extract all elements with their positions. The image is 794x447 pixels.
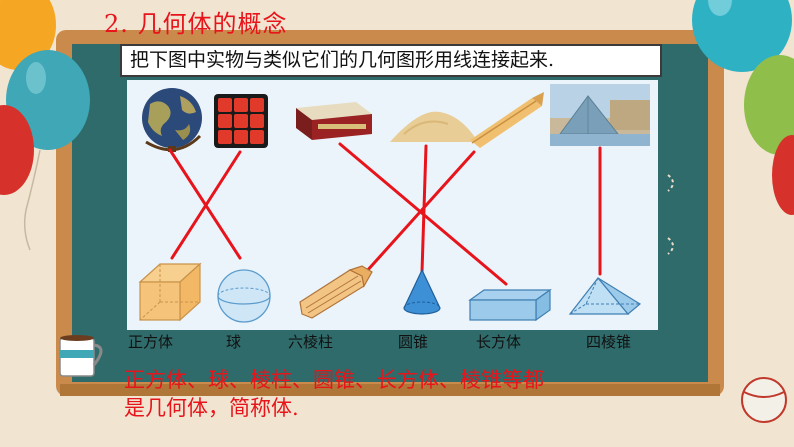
shape-label-cuboid: 长方体 bbox=[476, 333, 522, 351]
pyramid-building-icon bbox=[550, 84, 650, 146]
sand-pile-icon bbox=[390, 111, 478, 142]
pencil-icon bbox=[470, 92, 544, 148]
sphere-icon bbox=[217, 269, 271, 323]
shape-label-cube: 正方体 bbox=[128, 333, 174, 351]
line-pencil-prism bbox=[364, 150, 476, 274]
section-title: 2. 几何体的概念 bbox=[104, 10, 288, 38]
shape-label-square-pyramid: 四棱锥 bbox=[586, 333, 632, 351]
balloon-red-right-icon bbox=[772, 135, 794, 215]
cuboid-icon bbox=[468, 288, 552, 322]
balloon-cyan-icon bbox=[692, 0, 792, 72]
balloon-red-icon bbox=[0, 105, 34, 195]
square-pyramid-icon bbox=[568, 277, 642, 315]
shape-label-sphere: 球 bbox=[226, 333, 242, 351]
concept-line-1: 正方体、球、棱柱、圆锥、长方体、棱锥等都 bbox=[124, 368, 544, 392]
cube-icon bbox=[138, 262, 202, 322]
balloon-green-icon bbox=[744, 55, 794, 155]
cone-icon bbox=[403, 268, 441, 315]
book-icon bbox=[296, 102, 372, 140]
coffee-mug-icon bbox=[59, 335, 103, 377]
concept-definition: 正方体、球、棱柱、圆锥、长方体、棱锥等都 是几何体，简称体. bbox=[124, 366, 544, 422]
line-cube-cube bbox=[170, 150, 242, 260]
concept-line-2: 是几何体，简称体. bbox=[124, 396, 299, 420]
ball-icon bbox=[741, 377, 787, 423]
connection-lines bbox=[168, 142, 602, 286]
globe-icon bbox=[142, 88, 202, 152]
shape-label-cone: 圆锥 bbox=[398, 333, 429, 351]
instruction-box: 把下图中实物与类似它们的几何图形用线连接起来. bbox=[120, 44, 662, 77]
rubiks-cube-icon bbox=[214, 94, 268, 148]
shape-label-hexagonal-prism: 六棱柱 bbox=[288, 333, 334, 351]
hexagonal-prism-icon bbox=[299, 265, 373, 319]
